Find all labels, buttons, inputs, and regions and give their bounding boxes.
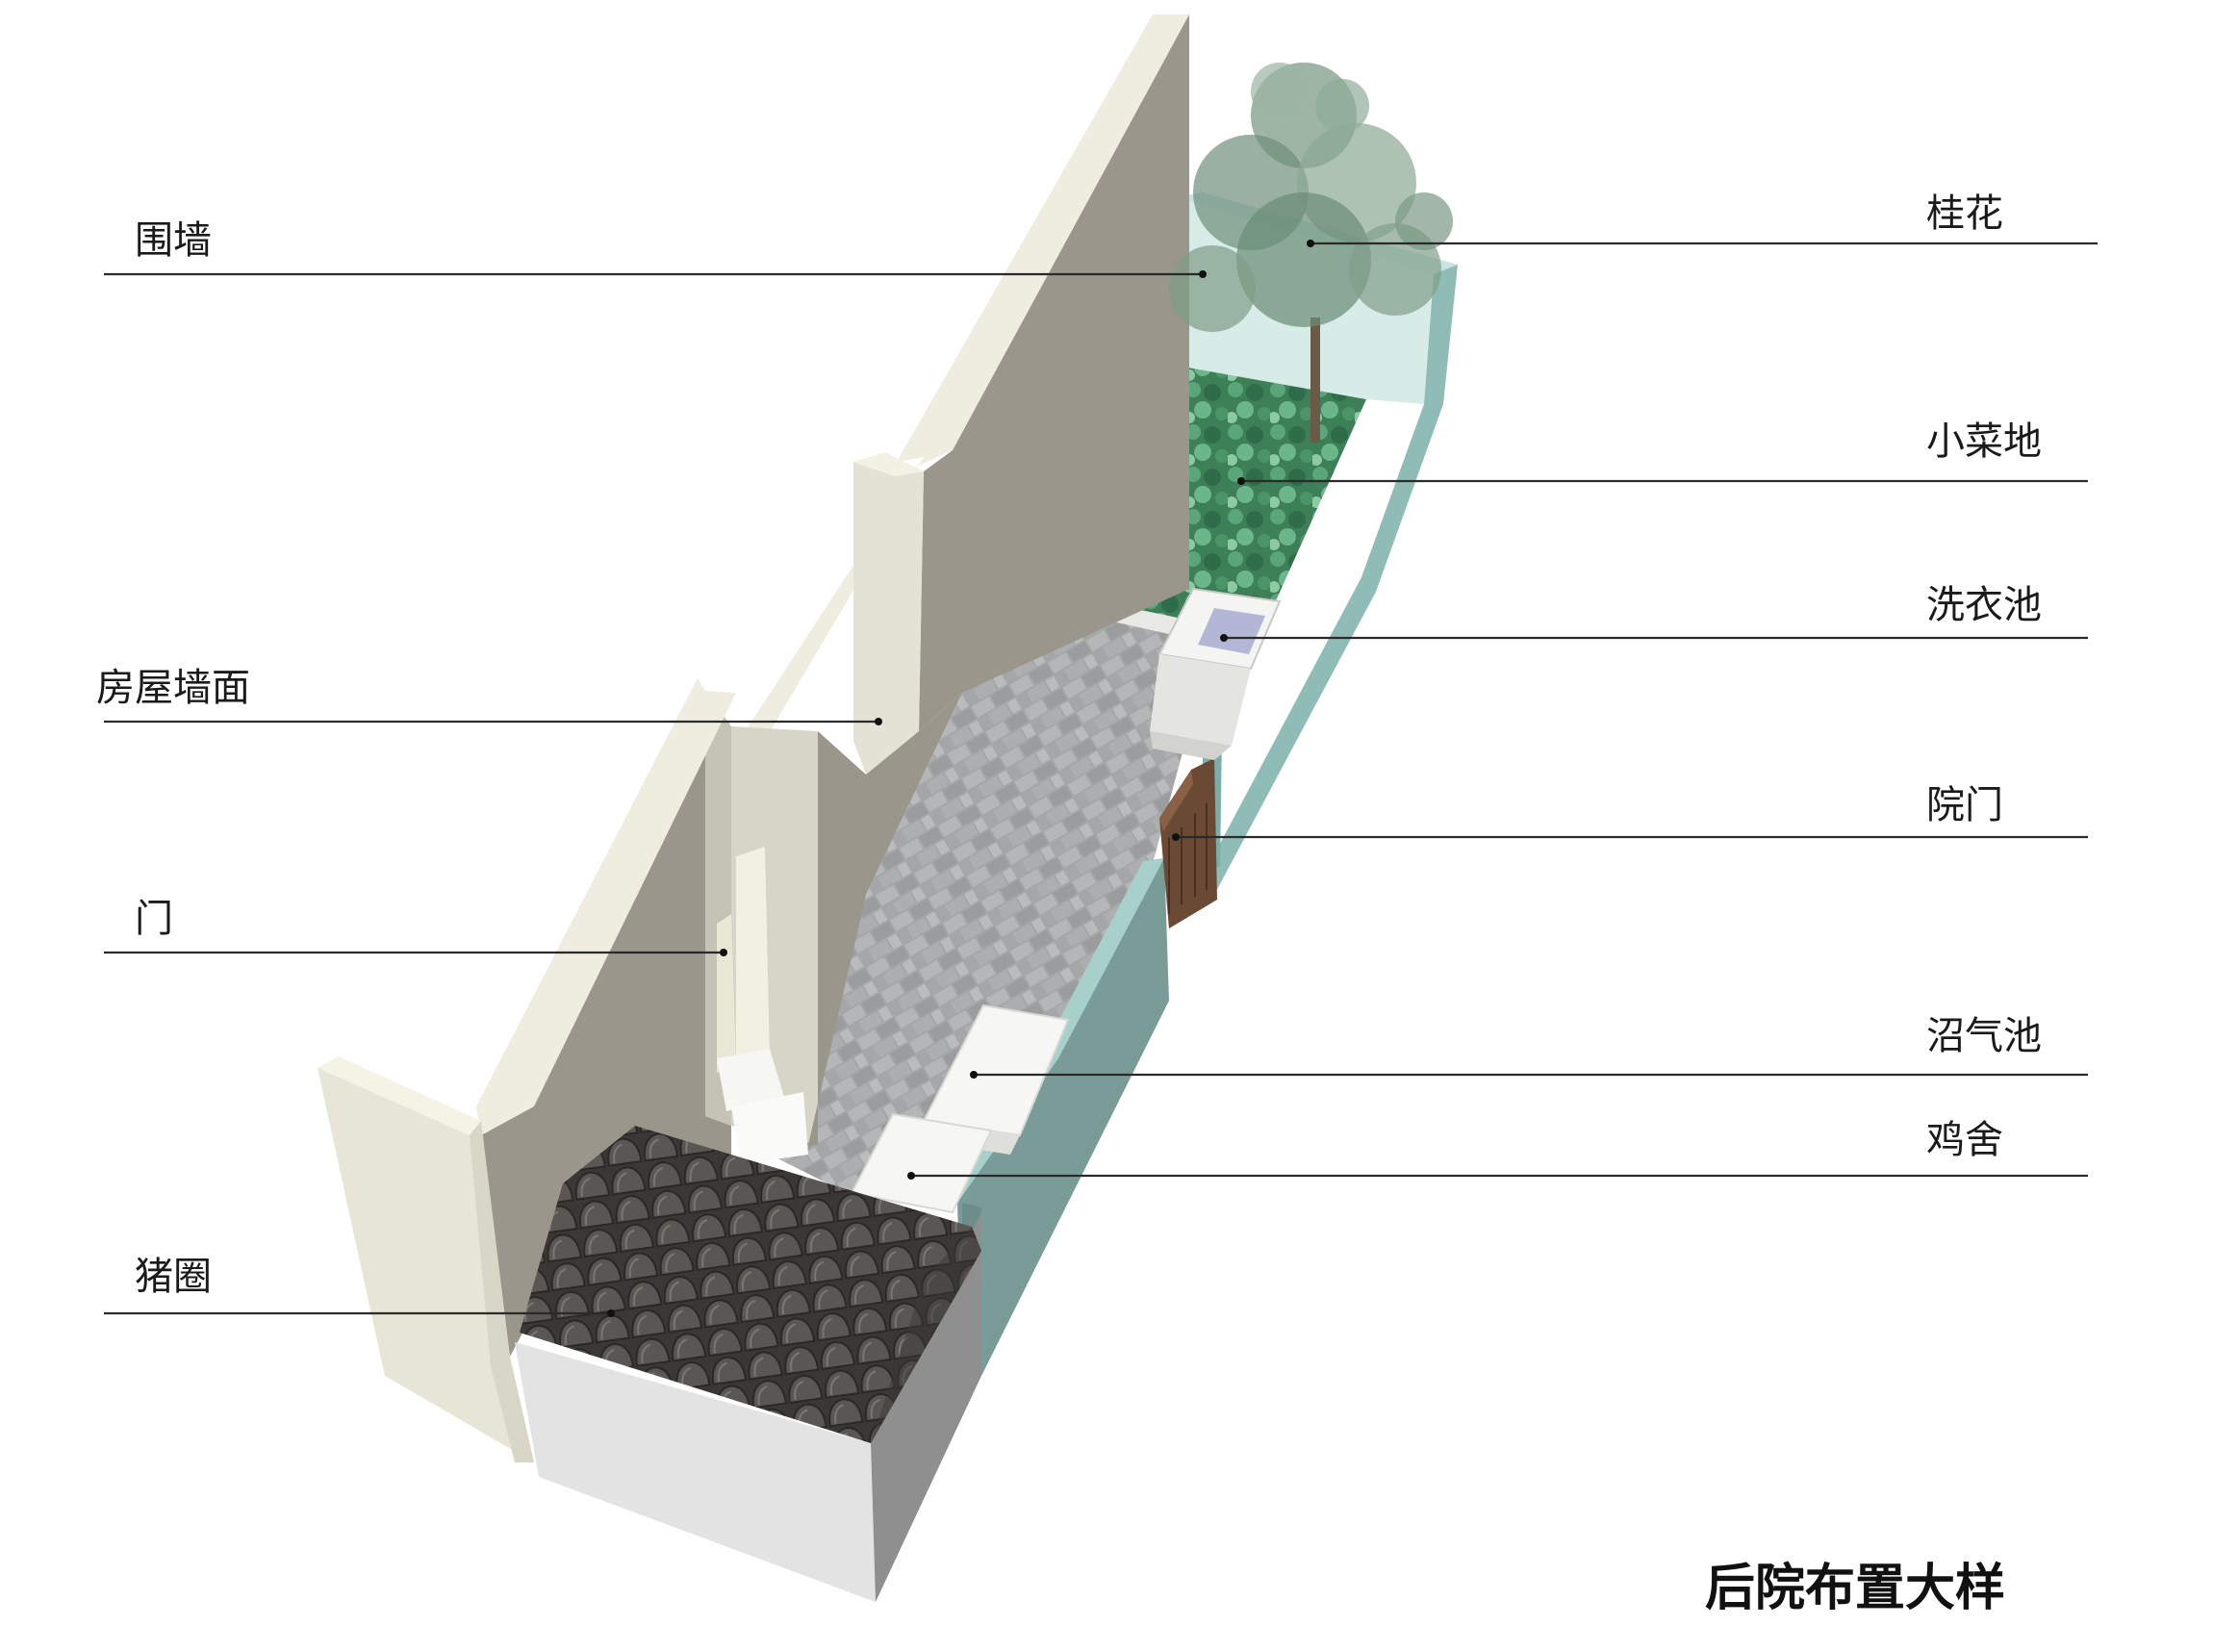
leader-zhujuan: [104, 1309, 615, 1317]
osmanthus-tree: [1169, 63, 1453, 443]
house-wall-upper-side: [853, 462, 924, 775]
label-guihua: 桂花: [1926, 191, 2003, 236]
house-wall-end-front: [470, 1121, 534, 1462]
house-wall-step: [853, 452, 924, 476]
courtyard-gate: [1159, 758, 1217, 928]
boundary-wall-lower: [957, 858, 1169, 1376]
label-zhaoqichi: 沼气池: [1926, 1014, 2042, 1058]
leader-jishe: [907, 1172, 2088, 1180]
label-fangwu: 房屋墙面: [96, 666, 250, 710]
house-wall-middle-face: [808, 693, 962, 1145]
pig-pen: [515, 1126, 981, 1602]
house-wall-cap: [714, 14, 1189, 789]
label-men: 门: [135, 897, 173, 941]
house-wall-lower: [481, 691, 731, 1357]
leader-weiqiang: [104, 270, 1207, 278]
house-wall-end-top: [318, 1056, 481, 1135]
house-wall-lower-cap: [476, 678, 736, 1135]
leader-men: [104, 949, 727, 956]
leader-xiyichi: [1220, 634, 2088, 642]
chicken-coop: [850, 1112, 993, 1214]
label-yuanmen: 院门: [1926, 783, 2003, 827]
diagram-title: 后院布置大样: [1705, 1560, 2005, 1617]
boundary-wall-side: [1198, 265, 1458, 895]
leader-yuanmen: [1172, 833, 2088, 841]
label-jishe: 鸡舍: [1926, 1118, 2003, 1162]
label-zhujuan: 猪圈: [135, 1255, 212, 1299]
leader-guihua: [1307, 240, 2098, 247]
leader-caidi: [1237, 477, 2088, 485]
label-xiyichi: 洗衣池: [1926, 583, 2042, 627]
pig-pen-roof: [520, 1126, 981, 1443]
house-door: [717, 847, 808, 1164]
house-wall-upper: [919, 14, 1189, 731]
paved-floor: [770, 589, 1217, 1203]
leader-fangwu: [104, 718, 882, 725]
label-weiqiang: 围墙: [135, 218, 212, 263]
wash-basin: [1150, 587, 1282, 760]
leader-zhaoqichi: [970, 1071, 2088, 1079]
label-caidi: 小菜地: [1926, 419, 2042, 464]
